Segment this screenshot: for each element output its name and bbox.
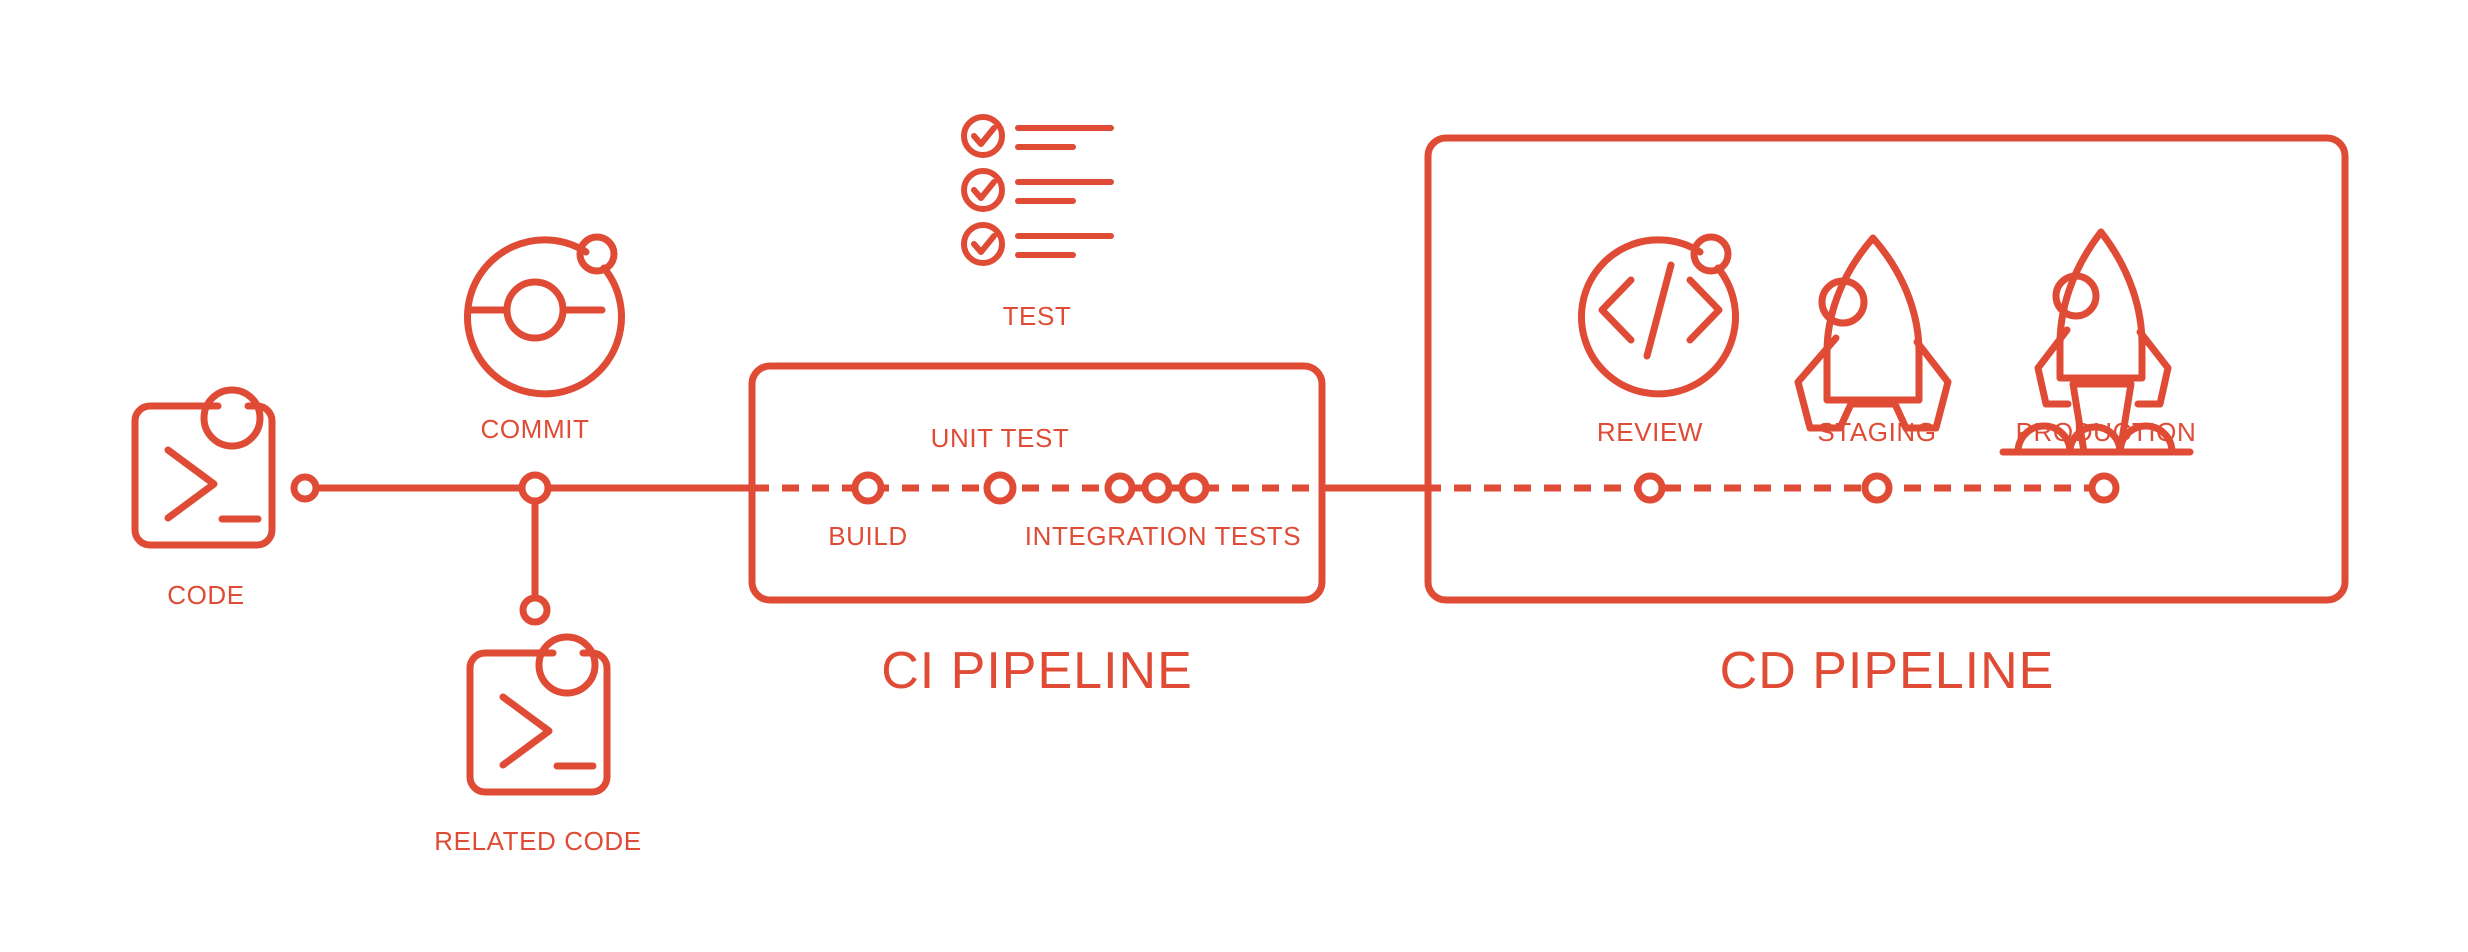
git-commit-icon <box>464 233 625 398</box>
stage-label-test: TEST <box>1003 301 1072 331</box>
rocket-launching-icon <box>1999 228 2194 456</box>
ci-node-integration-2[interactable] <box>1141 472 1173 504</box>
rail-node-start[interactable] <box>290 473 320 503</box>
ci-pipeline-box <box>748 362 1326 604</box>
ci-pipeline-panel[interactable]: UNIT TEST BUILD INTEGRATION TESTS CI PIP… <box>748 362 1326 700</box>
stage-label-commit: COMMIT <box>480 414 589 444</box>
ci-node-unit-test[interactable] <box>983 471 1017 505</box>
cd-step-label-staging: STAGING <box>1817 417 1936 447</box>
cd-pipeline-box <box>1424 134 2349 604</box>
stage-label-related-code: RELATED CODE <box>434 826 642 856</box>
rail-node-related-code[interactable] <box>519 594 551 626</box>
check-circle-icon <box>961 168 1005 212</box>
cd-step-label-production: PRODUCTION <box>2016 417 2197 447</box>
stage-code[interactable]: CODE <box>131 386 276 610</box>
cd-stage-production[interactable]: PRODUCTION <box>1999 228 2197 504</box>
stage-commit[interactable]: COMMIT <box>464 233 625 444</box>
ci-step-label-unit-test: UNIT TEST <box>931 423 1070 453</box>
check-circle-icon <box>961 222 1005 266</box>
ci-step-label-build: BUILD <box>828 521 908 551</box>
ci-step-label-integration-tests: INTEGRATION TESTS <box>1025 521 1301 551</box>
terminal-code-icon <box>131 386 276 549</box>
stage-test[interactable]: TEST <box>961 114 1114 331</box>
ci-pipeline-title: CI PIPELINE <box>881 642 1193 700</box>
cd-node-production[interactable] <box>2088 472 2120 504</box>
rail-node-commit[interactable] <box>518 471 552 505</box>
cd-step-label-review: REVIEW <box>1597 417 1703 447</box>
code-brackets-circle-icon <box>1578 233 1739 398</box>
ci-node-integration-1[interactable] <box>1104 472 1136 504</box>
cd-stage-staging[interactable]: STAGING <box>1794 234 1952 504</box>
stage-label-code: CODE <box>167 580 245 610</box>
ci-node-build[interactable] <box>851 471 885 505</box>
stage-related-code[interactable]: RELATED CODE <box>434 633 642 856</box>
cd-stage-review[interactable]: REVIEW <box>1578 233 1739 504</box>
ci-node-integration-3[interactable] <box>1178 472 1210 504</box>
rocket-landed-icon <box>1794 234 1952 432</box>
cd-node-review[interactable] <box>1634 472 1666 504</box>
cd-node-staging[interactable] <box>1861 472 1893 504</box>
cd-pipeline-panel[interactable]: REVIEW STAGING <box>1424 134 2349 700</box>
check-circle-icon <box>961 114 1005 158</box>
cd-pipeline-title: CD PIPELINE <box>1720 642 2055 700</box>
terminal-code-icon <box>466 633 611 796</box>
checklist-icon <box>961 114 1114 266</box>
